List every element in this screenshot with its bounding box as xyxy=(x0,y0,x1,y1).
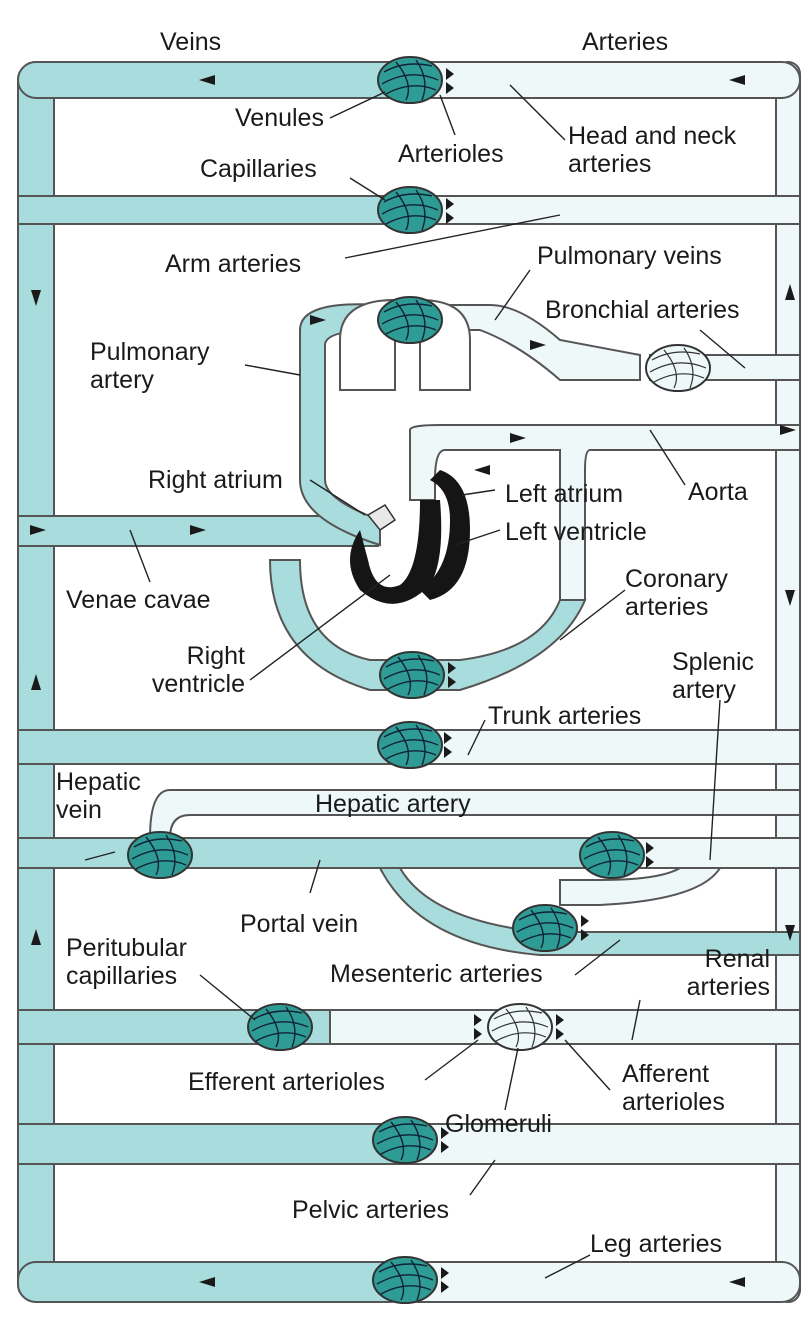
label-trunk-arteries: Trunk arteries xyxy=(488,702,641,730)
label-pulmonary-artery: Pulmonary artery xyxy=(90,338,240,394)
label-left-atrium: Left atrium xyxy=(505,480,623,508)
label-bronchial-arteries: Bronchial arteries xyxy=(545,296,740,324)
bronchial-capillary-bed xyxy=(646,345,710,391)
pelvic-capillary-bed xyxy=(373,1117,437,1163)
hepatic-capillary-bed xyxy=(128,832,192,878)
label-venules: Venules xyxy=(235,104,324,132)
arm-capillary-bed xyxy=(378,187,442,233)
label-arteries: Arteries xyxy=(582,28,668,56)
label-glomeruli: Glomeruli xyxy=(445,1110,552,1138)
label-efferent-arterioles: Efferent arterioles xyxy=(188,1068,385,1096)
label-aorta: Aorta xyxy=(688,478,748,506)
trunk-capillary-bed xyxy=(378,722,442,768)
label-veins: Veins xyxy=(160,28,221,56)
label-arm-arteries: Arm arteries xyxy=(165,250,301,278)
head-capillary-bed xyxy=(378,57,442,103)
label-splenic-artery: Splenic artery xyxy=(672,648,782,704)
renal-loop xyxy=(18,1010,800,1044)
label-left-ventricle: Left ventricle xyxy=(505,518,647,546)
coronary-capillary-bed xyxy=(380,652,444,698)
label-arterioles: Arterioles xyxy=(398,140,504,168)
label-renal-arteries: Renal arteries xyxy=(640,945,770,1001)
label-coronary-arteries: Coronary arteries xyxy=(625,565,785,621)
label-pulmonary-veins: Pulmonary veins xyxy=(537,242,722,270)
label-afferent-arterioles: Afferent arterioles xyxy=(622,1060,762,1116)
glomerulus xyxy=(488,1004,552,1050)
label-peritubular-capillaries: Peritubular capillaries xyxy=(66,934,216,990)
label-venae-cavae: Venae cavae xyxy=(66,586,211,614)
pulmonary-capillary-bed xyxy=(378,297,442,343)
label-hepatic-artery: Hepatic artery xyxy=(315,790,471,818)
splenic-capillary-bed xyxy=(580,832,644,878)
peritubular-capillary-bed xyxy=(248,1004,312,1050)
label-leg-arteries: Leg arteries xyxy=(590,1230,722,1258)
label-right-atrium: Right atrium xyxy=(148,466,283,494)
label-portal-vein: Portal vein xyxy=(240,910,358,938)
mesenteric-capillary-bed xyxy=(513,905,577,951)
label-right-ventricle: Right ventricle xyxy=(150,642,245,698)
leg-capillary-bed xyxy=(373,1257,437,1303)
label-hepatic-vein: Hepatic vein xyxy=(56,768,146,824)
label-head-neck-arteries: Head and neck arteries xyxy=(568,122,788,178)
label-capillaries: Capillaries xyxy=(200,155,317,183)
label-mesenteric-arteries: Mesenteric arteries xyxy=(330,960,543,988)
label-pelvic-arteries: Pelvic arteries xyxy=(292,1196,449,1224)
